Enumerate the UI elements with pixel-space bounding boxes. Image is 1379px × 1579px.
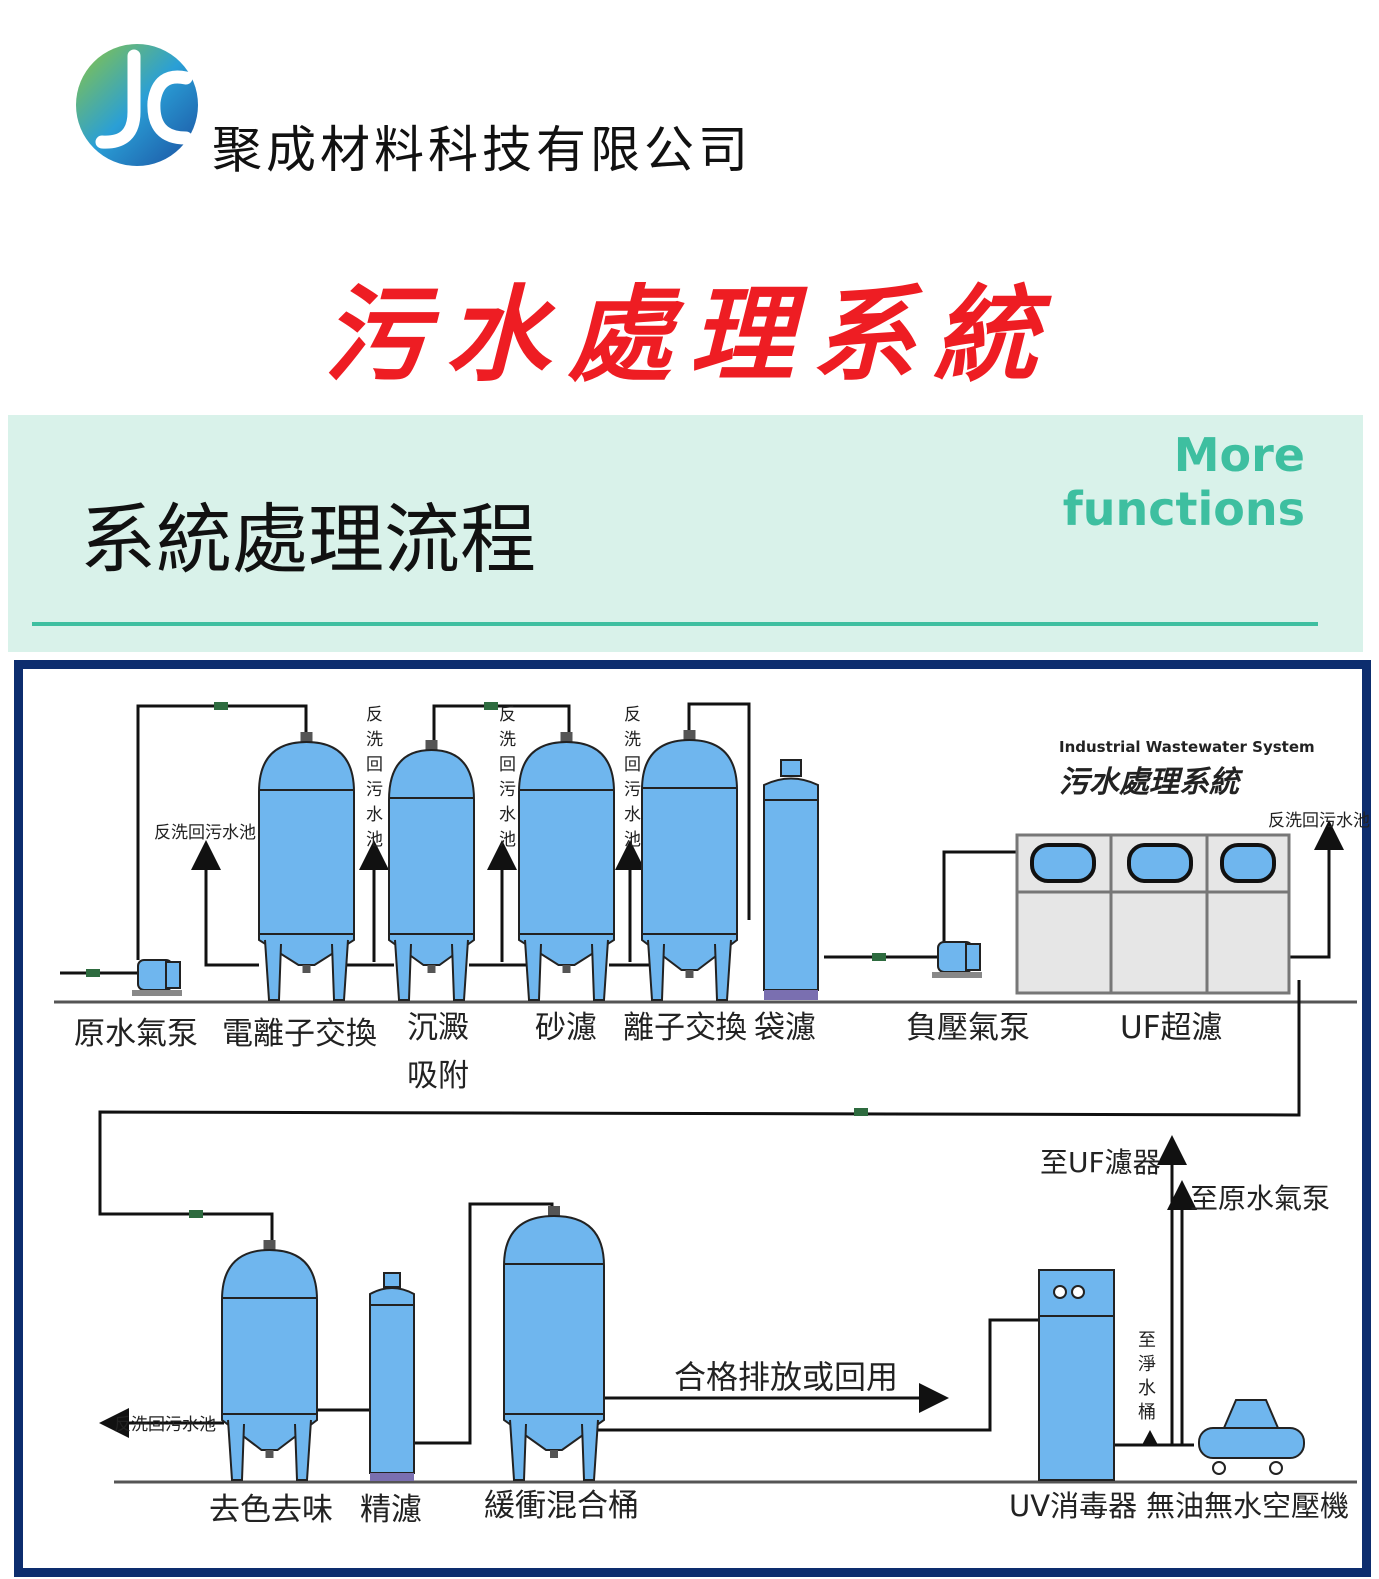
backwash-vertical-char-2-2: 回	[624, 755, 641, 775]
fine-filter	[369, 1272, 415, 1481]
label-uv: UV消毒器	[1009, 1489, 1137, 1523]
more-line2: functions	[1062, 482, 1305, 536]
raw-water-pump	[132, 959, 182, 996]
section-banner	[8, 415, 1363, 652]
more-functions-link[interactable]: More functions	[1040, 428, 1305, 536]
label-vacuum-pump: 負壓氣泵	[906, 1010, 1030, 1046]
backwash-vertical-char-2-1: 洗	[624, 730, 641, 750]
backwash-label-1: 反洗回污水池	[154, 823, 256, 843]
uv-sterilizer	[1038, 1269, 1115, 1481]
vacuum-pump	[932, 941, 982, 978]
backwash-vertical-char-0-0: 反	[366, 705, 383, 725]
backwash-label-3: 反洗回污水池	[114, 1415, 216, 1435]
brand-en: Industrial Wastewater System	[1059, 738, 1315, 756]
banner-divider	[32, 622, 1318, 626]
to-clean-tank-char-3: 桶	[1138, 1402, 1156, 1423]
tank-sedimentation	[388, 740, 475, 1001]
backwash-label-2: 反洗回污水池	[1268, 811, 1370, 831]
brand-cn: 污水處理系統	[1059, 765, 1244, 800]
backwash-vertical-char-0-1: 洗	[366, 730, 383, 750]
backwash-vertical-char-0-4: 水	[366, 805, 383, 825]
label-buffer-tank: 緩衝混合桶	[484, 1488, 639, 1524]
backwash-vertical-char-1-3: 污	[499, 780, 516, 800]
valves	[86, 702, 886, 1218]
tank-electro-ion	[258, 732, 355, 1001]
page-title: 污水處理系統	[323, 273, 1056, 396]
tank-buffer	[503, 1206, 605, 1481]
backwash-vertical-char-2-0: 反	[624, 705, 641, 725]
label-adsorption: 吸附	[407, 1058, 469, 1094]
uf-cabinet	[1015, 833, 1291, 995]
flow-triangle	[1142, 1430, 1158, 1445]
backwash-vertical-char-1-5: 池	[499, 830, 516, 850]
label-uf: UF超濾	[1120, 1010, 1223, 1046]
label-electro-ion: 電離子交換	[222, 1016, 377, 1052]
to-clean-tank-char-1: 淨	[1138, 1354, 1156, 1375]
backwash-vertical-char-2-5: 池	[624, 830, 641, 850]
to-clean-tank-char-2: 水	[1138, 1378, 1156, 1399]
tank-sand-filter	[518, 732, 615, 1001]
tank-decolor	[221, 1240, 318, 1481]
to-pump-label: 至原水氣泵	[1190, 1182, 1330, 1215]
tank-ion-exchange	[641, 730, 738, 1001]
air-compressor	[1198, 1399, 1305, 1475]
label-fine-filter: 精濾	[360, 1492, 422, 1528]
backwash-vertical-char-0-5: 池	[366, 830, 383, 850]
backwash-vertical-char-2-3: 污	[624, 780, 641, 800]
to-clean-tank-char-0: 至	[1138, 1330, 1156, 1351]
label-decolor: 去色去味	[209, 1492, 333, 1528]
label-sand-filter: 砂濾	[535, 1010, 597, 1046]
label-ion-exchange: 離子交換	[623, 1010, 747, 1046]
section-title: 系統處理流程	[80, 495, 536, 584]
backwash-vertical-char-1-2: 回	[499, 755, 516, 775]
backwash-vertical-char-0-3: 污	[366, 780, 383, 800]
company-name: 聚成材料科技有限公司	[212, 121, 752, 179]
process-diagram: Industrial Wastewater System 污水處理系統 反洗回污…	[54, 702, 1370, 1528]
label-raw-water-pump: 原水氣泵	[74, 1016, 198, 1052]
backwash-vertical-char-0-2: 回	[366, 755, 383, 775]
backwash-vertical-char-1-1: 洗	[499, 730, 516, 750]
to-uf-label: 至UF濾器	[1040, 1146, 1161, 1179]
backwash-vertical-char-1-4: 水	[499, 805, 516, 825]
discharge-label: 合格排放或回用	[674, 1358, 898, 1396]
label-compressor: 無油無水空壓機	[1146, 1489, 1349, 1523]
company-logo	[74, 42, 200, 168]
backwash-vertical-char-2-4: 水	[624, 805, 641, 825]
backwash-vertical-char-1-0: 反	[499, 705, 516, 725]
label-bag-filter: 袋濾	[754, 1010, 816, 1046]
more-line1: More	[1173, 428, 1305, 482]
bag-filter	[763, 759, 819, 1000]
label-sedimentation: 沉澱	[407, 1010, 469, 1046]
